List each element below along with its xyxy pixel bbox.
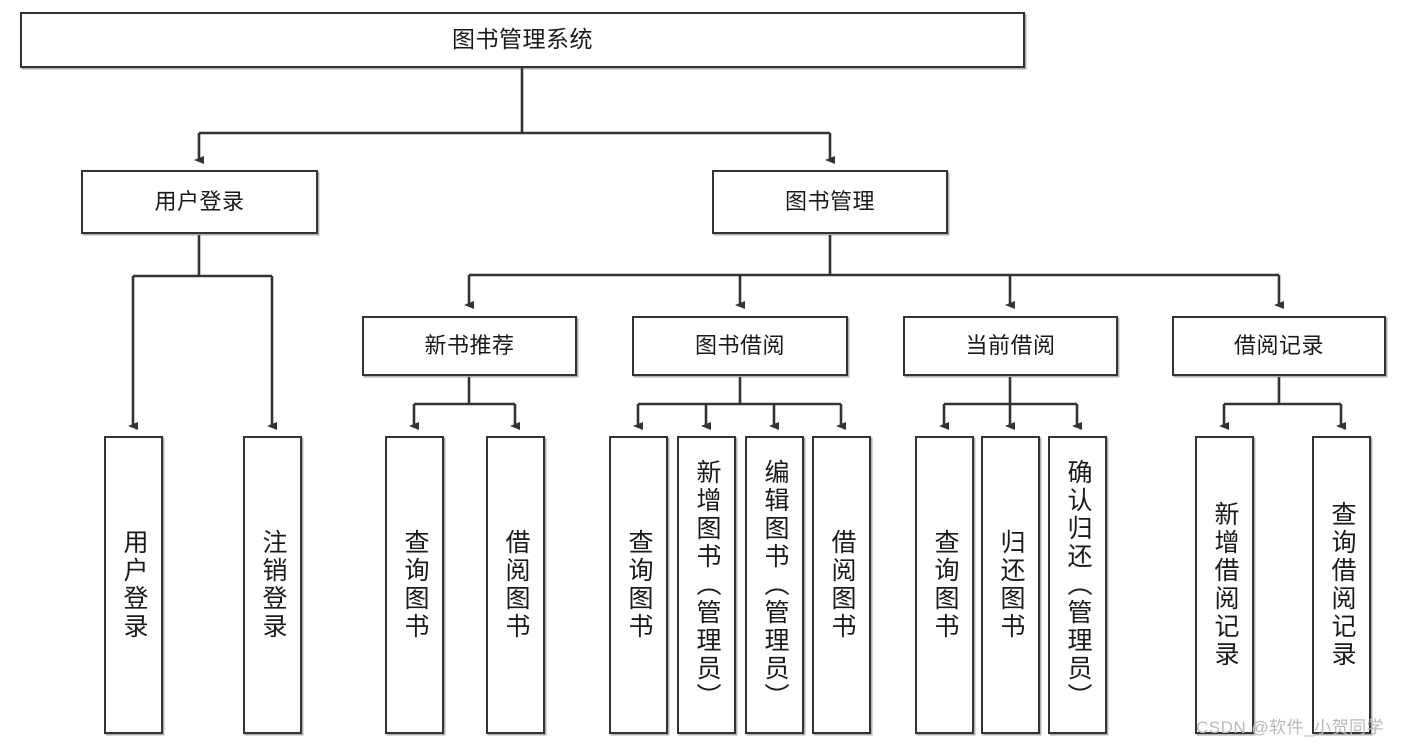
leaf-user-login[interactable]: 用户登录 xyxy=(104,436,163,734)
leaf-add-book-label: 新增图书（管理员） xyxy=(693,459,721,711)
node-current-borrow[interactable]: 当前借阅 xyxy=(903,316,1118,376)
node-borrow-record-label: 借阅记录 xyxy=(1233,332,1324,358)
leaf-user-logout[interactable]: 注销登录 xyxy=(243,436,302,734)
leaf-confirm-return-label: 确认归还（管理员） xyxy=(1064,459,1092,711)
node-root[interactable]: 图书管理系统 xyxy=(20,12,1025,68)
leaf-user-login-label: 用户登录 xyxy=(120,529,148,641)
leaf-borrow-book-2-label: 借阅图书 xyxy=(828,529,856,641)
leaf-edit-book-label: 编辑图书（管理员） xyxy=(761,459,789,711)
node-new-book-rec[interactable]: 新书推荐 xyxy=(362,316,577,376)
node-current-borrow-label: 当前借阅 xyxy=(965,332,1056,358)
node-new-book-rec-label: 新书推荐 xyxy=(424,332,515,358)
leaf-add-book[interactable]: 新增图书（管理员） xyxy=(677,436,736,734)
leaf-query-book-2[interactable]: 查询图书 xyxy=(609,436,668,734)
leaf-query-book-1-label: 查询图书 xyxy=(401,529,429,641)
node-root-label: 图书管理系统 xyxy=(452,26,593,53)
leaf-return-book[interactable]: 归还图书 xyxy=(981,436,1040,734)
leaf-query-record[interactable]: 查询借阅记录 xyxy=(1312,436,1371,734)
leaf-user-logout-label: 注销登录 xyxy=(259,529,287,641)
leaf-query-book-2-label: 查询图书 xyxy=(625,529,653,641)
leaf-borrow-book-1-label: 借阅图书 xyxy=(502,529,530,641)
leaf-borrow-book-1[interactable]: 借阅图书 xyxy=(486,436,545,734)
leaf-return-book-label: 归还图书 xyxy=(997,529,1025,641)
node-borrow-record[interactable]: 借阅记录 xyxy=(1172,316,1386,376)
node-book-borrow[interactable]: 图书借阅 xyxy=(632,316,848,376)
node-book-manage-label: 图书管理 xyxy=(784,188,875,214)
leaf-confirm-return[interactable]: 确认归还（管理员） xyxy=(1048,436,1107,734)
leaf-edit-book[interactable]: 编辑图书（管理员） xyxy=(745,436,804,734)
node-book-manage[interactable]: 图书管理 xyxy=(712,170,948,234)
node-user-login[interactable]: 用户登录 xyxy=(81,170,318,234)
node-book-borrow-label: 图书借阅 xyxy=(694,332,785,358)
leaf-add-record[interactable]: 新增借阅记录 xyxy=(1195,436,1254,734)
leaf-query-book-3-label: 查询图书 xyxy=(931,529,959,641)
csdn-watermark: CSDN @软件_小贺同学 xyxy=(1196,718,1385,737)
leaf-query-book-3[interactable]: 查询图书 xyxy=(915,436,974,734)
node-user-login-label: 用户登录 xyxy=(154,188,245,214)
leaf-query-book-1[interactable]: 查询图书 xyxy=(385,436,444,734)
leaf-borrow-book-2[interactable]: 借阅图书 xyxy=(812,436,871,734)
leaf-query-record-label: 查询借阅记录 xyxy=(1328,501,1356,669)
leaf-add-record-label: 新增借阅记录 xyxy=(1211,501,1239,669)
